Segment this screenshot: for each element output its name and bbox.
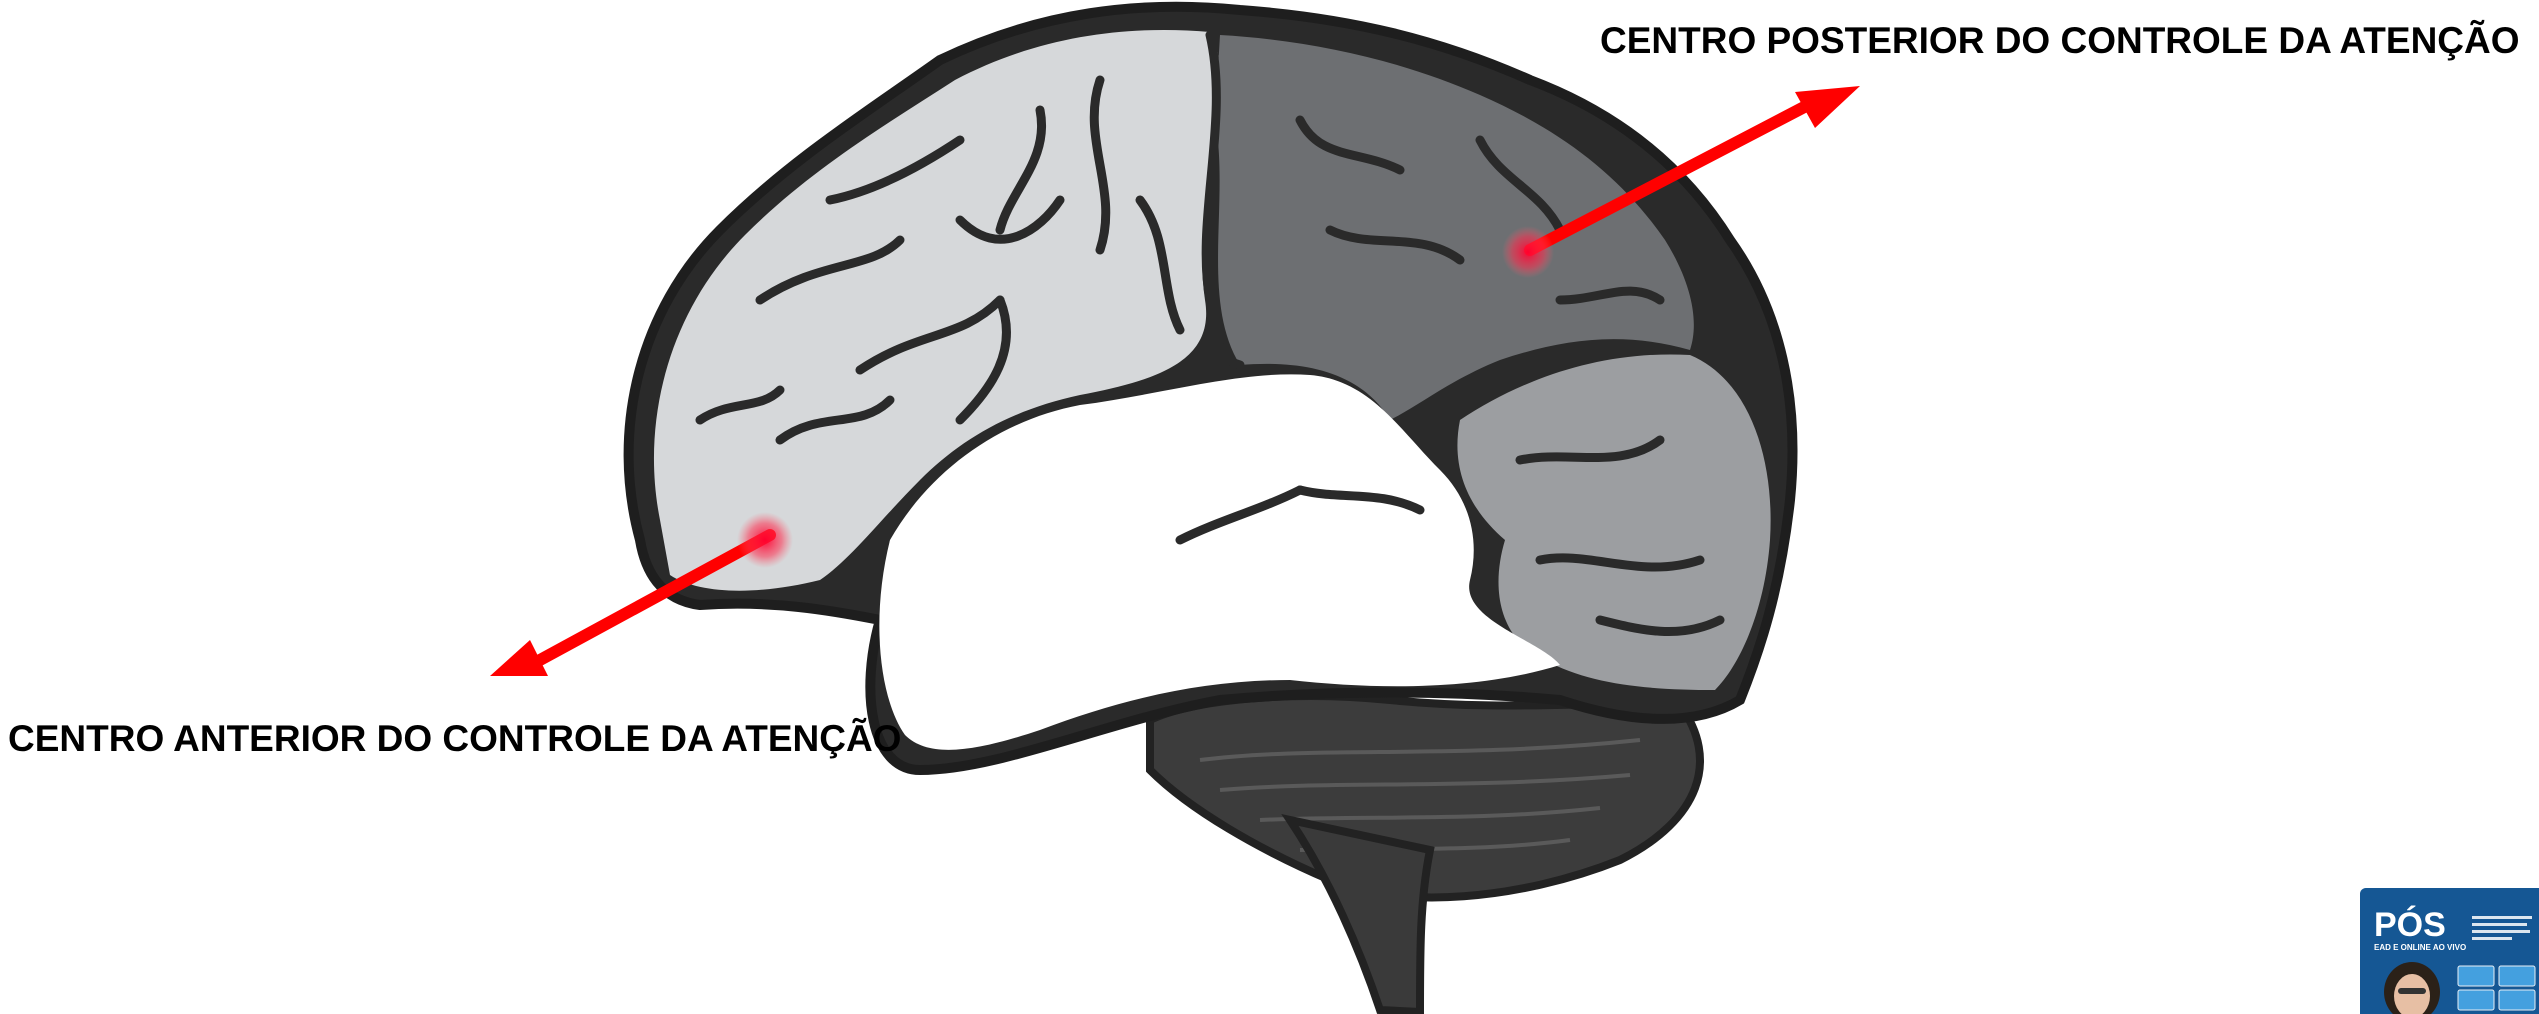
presenter-thumbnail: PÓS EAD E ONLINE AO VIVO	[2360, 888, 2539, 1014]
thumbnail-subtitle: EAD E ONLINE AO VIVO	[2374, 943, 2466, 952]
anterior-attention-center-label: CENTRO ANTERIOR DO CONTROLE DA ATENÇÃO	[8, 718, 901, 760]
posterior-center-marker	[1502, 226, 1554, 278]
thumbnail-image: PÓS EAD E ONLINE AO VIVO	[2360, 888, 2539, 1014]
anterior-center-marker	[737, 512, 793, 568]
thumbnail-title: PÓS	[2374, 906, 2446, 944]
brain-stem	[1290, 820, 1430, 1012]
posterior-attention-center-label: CENTRO POSTERIOR DO CONTROLE DA ATENÇÃO	[1600, 20, 2520, 62]
